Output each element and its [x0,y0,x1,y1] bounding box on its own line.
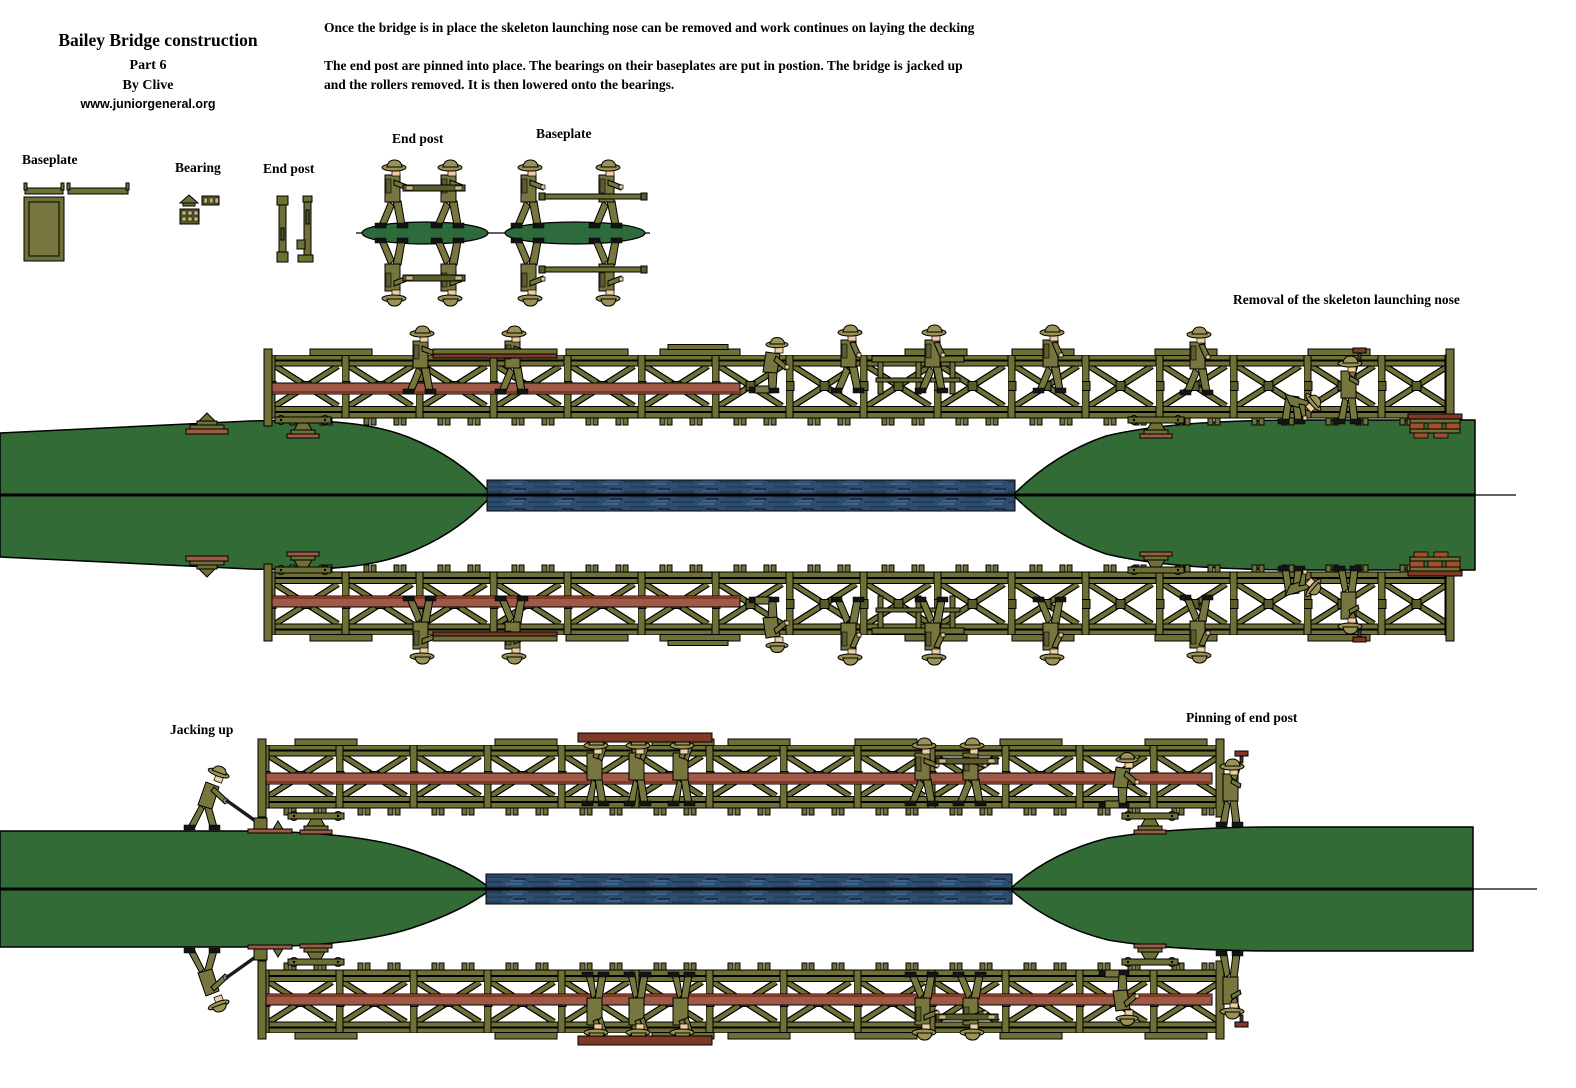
endpost-carrier-figures [374,159,466,229]
label-end-post: End post [263,161,315,176]
soldier-figure-jacking [183,762,232,831]
roller-support [287,811,345,835]
carrier-figures [356,159,650,306]
intro-paragraph-1: Once the bridge is in place the skeleton… [324,20,975,35]
baseplate-part [23,182,130,262]
bridge-scene-1 [185,324,1463,439]
figure-base [504,221,646,245]
scene-removal [0,324,1516,665]
trestle [871,355,965,395]
label-bearing: Bearing [175,160,221,175]
bearing-part [178,194,220,225]
website: www.juniorgeneral.org [80,97,216,111]
jack [253,817,268,831]
carried-deck-plank [577,732,713,743]
carried-end-post [935,757,999,765]
parts-diagram [23,182,314,263]
part-number: Part 6 [129,58,167,73]
label-pinning-scene: Pinning of end post [1186,710,1298,725]
page-title: Bailey Bridge construction [58,30,258,50]
scene-jacking-pinning [0,732,1537,1045]
end-post-part [276,195,314,263]
label-baseplate-carriers: Baseplate [536,126,592,141]
label-removal-scene: Removal of the skeleton launching nose [1233,292,1460,307]
bridge-scene-2-reflection [184,944,1248,1045]
intro-paragraph-2: The end post are pinned into place. The … [324,58,963,92]
bridge-scene-1-reflection [186,552,1462,665]
label-end-post-carriers: End post [392,131,444,146]
label-jacking-scene: Jacking up [170,722,234,737]
label-baseplate: Baseplate [22,152,78,167]
bridge-scene-2 [183,732,1249,835]
author: By Clive [122,78,174,93]
baseplate-carrier-figures [510,159,648,229]
